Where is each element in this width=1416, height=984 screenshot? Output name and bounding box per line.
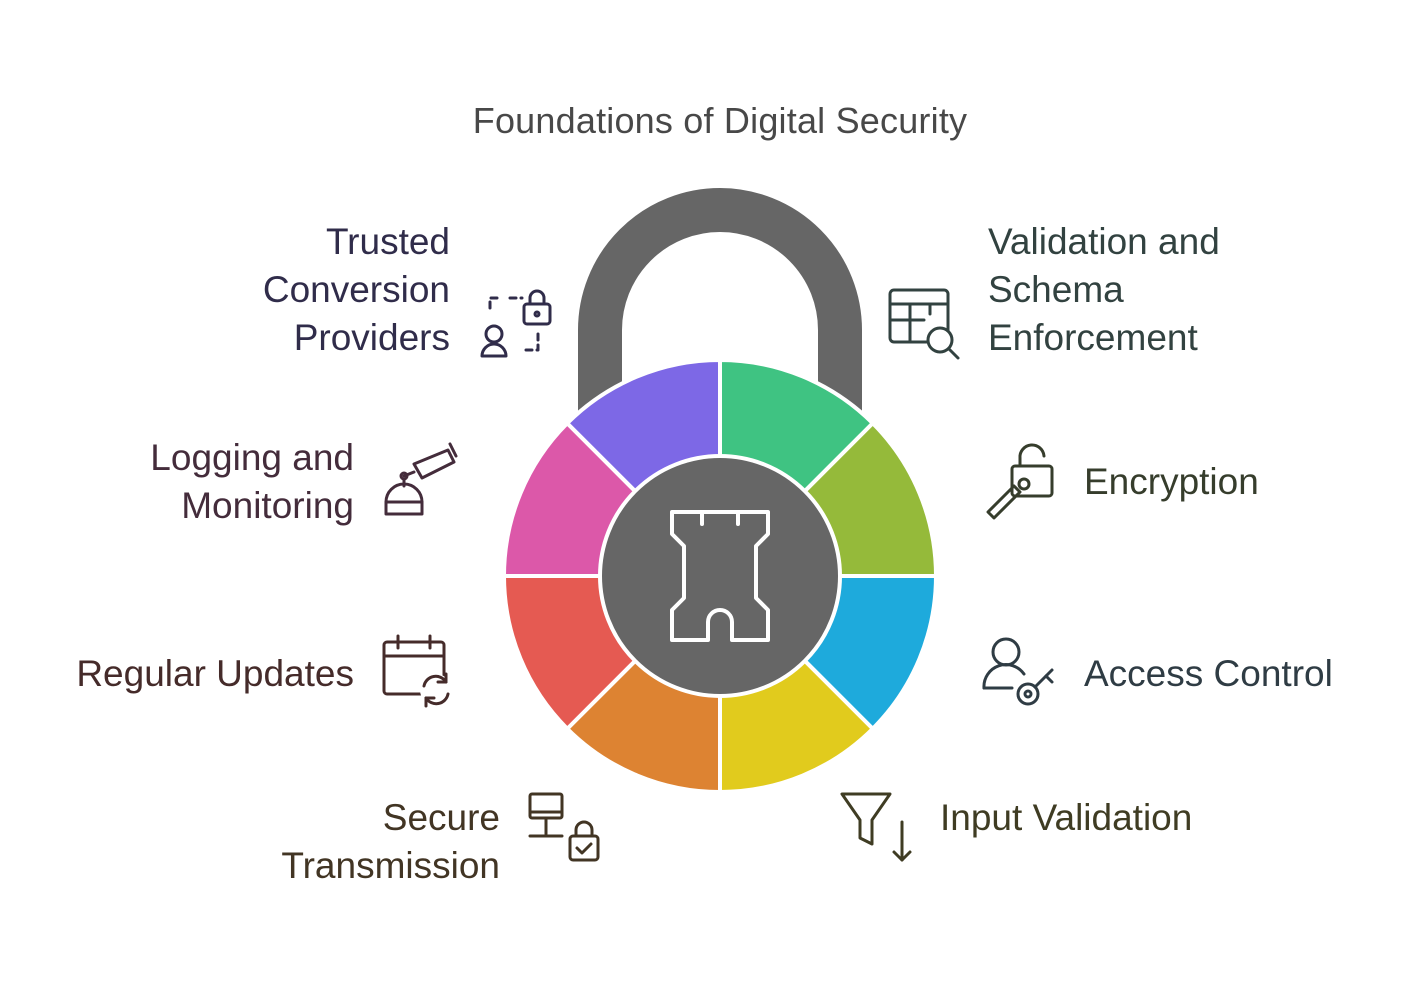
label-line: Secure — [382, 797, 500, 838]
filter-down-icon — [840, 792, 912, 862]
label-line: Trusted — [325, 221, 450, 262]
label-regular-updates: Regular Updates — [76, 650, 354, 698]
castle-tower-icon — [670, 510, 770, 642]
label-trusted-providers: Trusted Conversion Providers — [263, 218, 450, 362]
label-input-validation: Input Validation — [940, 794, 1192, 842]
label-line: Access Control — [1084, 653, 1333, 694]
label-validation-schema: Validation and Schema Enforcement — [988, 218, 1220, 362]
key-unlock-icon — [986, 443, 1054, 520]
label-line: Validation and — [988, 221, 1220, 262]
label-line: Encryption — [1084, 461, 1259, 502]
label-line: Transmission — [281, 845, 500, 886]
label-line: Enforcement — [988, 317, 1198, 358]
label-encryption: Encryption — [1084, 458, 1259, 506]
security-camera-icon — [384, 442, 458, 516]
label-line: Monitoring — [181, 485, 354, 526]
label-line: Providers — [293, 317, 450, 358]
lock-shackle — [578, 188, 862, 420]
label-line: Input Validation — [940, 797, 1193, 838]
label-access-control: Access Control — [1084, 650, 1333, 698]
diagram-title: Foundations of Digital Security — [472, 100, 968, 141]
user-lock-icon — [480, 289, 552, 358]
label-line: Conversion — [262, 269, 450, 310]
label-line: Logging and — [150, 437, 354, 478]
label-logging-monitoring: Logging and Monitoring — [150, 434, 354, 530]
label-secure-transmission: Secure Transmission — [281, 794, 500, 890]
lock-segments — [502, 358, 938, 794]
calendar-refresh-icon — [382, 634, 452, 708]
label-line: Schema — [988, 269, 1124, 310]
table-search-icon — [888, 288, 960, 360]
user-key-icon — [982, 637, 1054, 706]
label-line: Regular Updates — [76, 653, 354, 694]
lock-center — [598, 454, 842, 698]
computer-lock-icon — [528, 792, 600, 862]
